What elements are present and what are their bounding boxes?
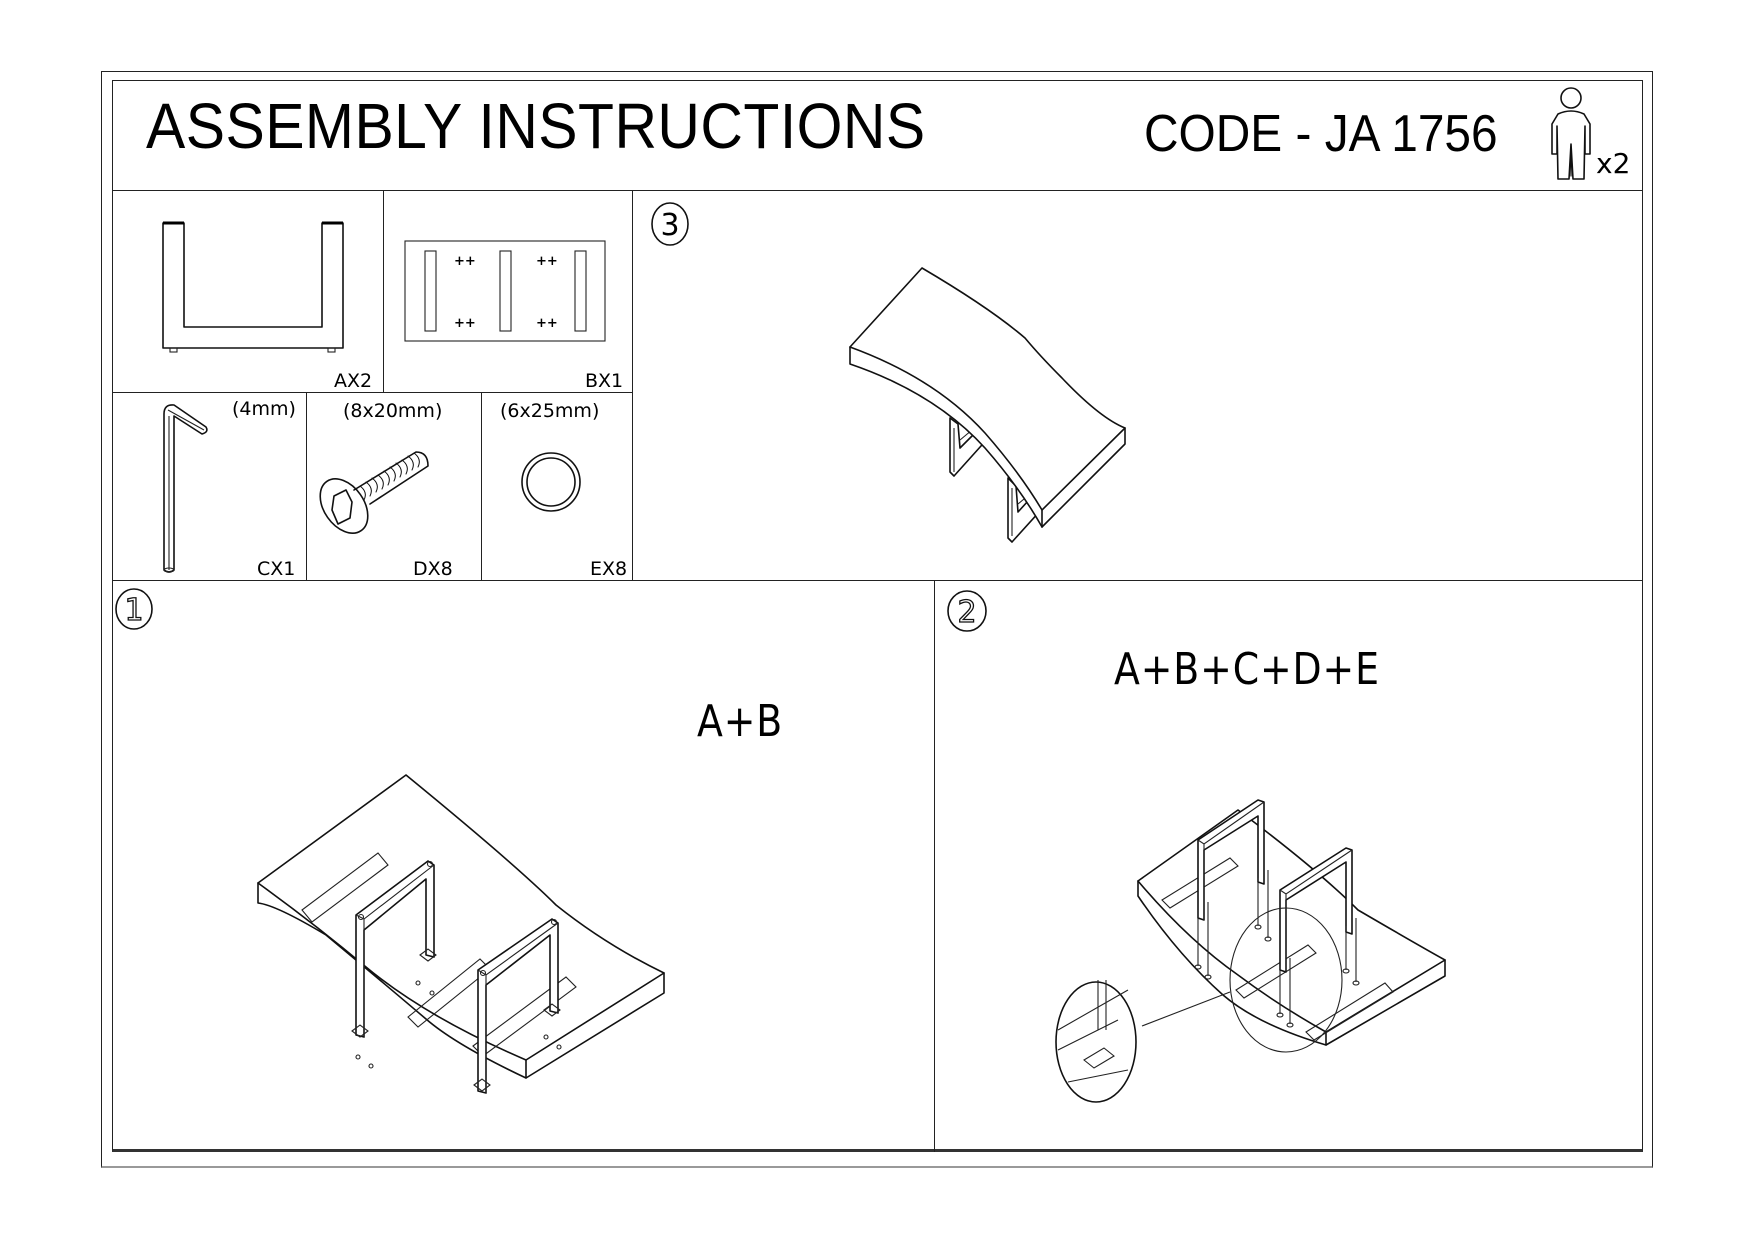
svg-text:++: ++ — [536, 316, 558, 331]
page-inner-frame — [112, 80, 1643, 1152]
page-title: ASSEMBLY INSTRUCTIONS — [146, 90, 926, 162]
svg-text:++: ++ — [536, 254, 558, 269]
page-outer-frame — [101, 71, 1653, 1168]
step-3-badge: 3 — [651, 202, 689, 246]
step-1-illustration — [257, 774, 665, 1094]
u-shaped-leg-frame — [162, 221, 344, 353]
step-1-number: 1 — [124, 593, 143, 628]
parts-divider-a-b — [383, 190, 384, 392]
part-b-label: BX1 — [585, 370, 624, 392]
part-c-size: (4mm) — [232, 398, 296, 420]
step-1-2-divider — [934, 580, 935, 1152]
steps-top-divider — [112, 580, 1643, 581]
step-1-formula: A+B — [697, 696, 784, 747]
header-divider — [112, 190, 1643, 191]
parts-row-divider — [112, 392, 632, 393]
step-2-number: 2 — [957, 595, 976, 630]
svg-text:++: ++ — [454, 316, 476, 331]
part-e-label: EX8 — [590, 558, 628, 580]
countersunk-bolt-icon — [319, 451, 429, 534]
washer-icon — [521, 452, 581, 512]
step-3-number: 3 — [660, 208, 679, 243]
step-1-badge: 1 — [115, 588, 153, 630]
part-a-label: AX2 — [334, 370, 373, 392]
persons-required-count: x2 — [1596, 147, 1631, 180]
allen-key-icon — [163, 404, 208, 573]
part-e-size: (6x25mm) — [500, 400, 600, 422]
parts-divider-d-e — [481, 392, 482, 580]
parts-divider-c-d — [306, 392, 307, 580]
part-d-label: DX8 — [413, 558, 453, 580]
part-c-label: CX1 — [257, 558, 296, 580]
step-2-formula: A+B+C+D+E — [1114, 644, 1380, 695]
svg-text:++: ++ — [454, 254, 476, 269]
step-2-illustration — [1055, 799, 1446, 1103]
product-code: CODE - JA 1756 — [1144, 105, 1498, 163]
step-2-badge: 2 — [947, 590, 987, 632]
part-d-size: (8x20mm) — [343, 400, 443, 422]
mounting-plate: ++ ++ ++ ++ — [404, 240, 606, 342]
person-icon — [1551, 87, 1591, 180]
parts-column-divider — [632, 190, 633, 580]
step-3-assembled-table — [849, 267, 1126, 543]
